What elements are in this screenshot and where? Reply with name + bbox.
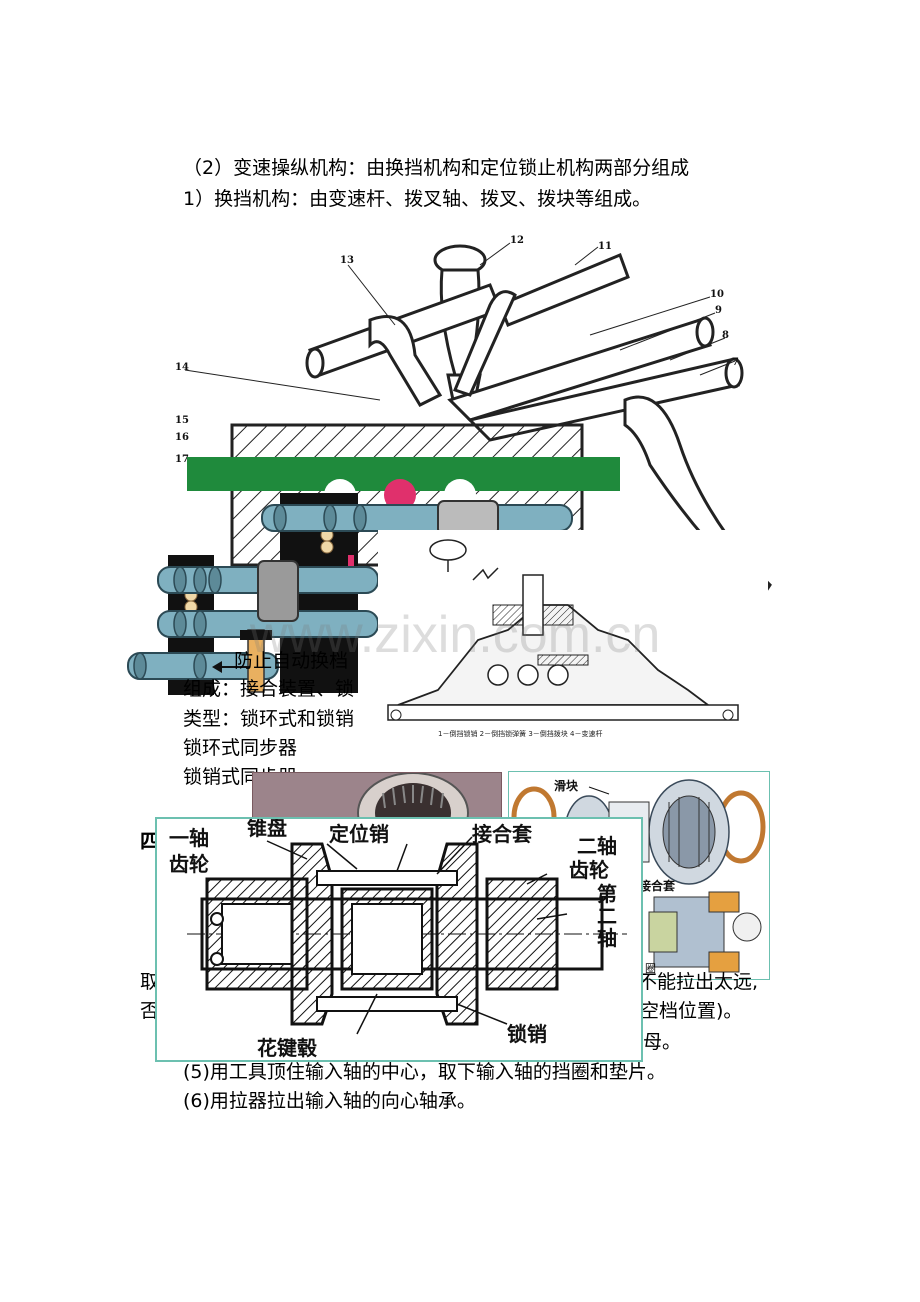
callout-7: 7 (732, 357, 739, 368)
text-auto-shift-label: 防止自动换档 (234, 650, 349, 672)
callout-10: 10 (710, 289, 724, 300)
subheading-gear-shift: 1）换挡机构：由变速杆、拨叉轴、拨叉、拨块等组成。 (183, 188, 652, 210)
callout-15: 15 (175, 415, 189, 426)
text-auto-shift: 3）防止自动换档 (183, 648, 348, 674)
text-otherwise-prefix: 否 (140, 1000, 160, 1022)
label-spline-hub: 花键毂 (257, 1036, 317, 1060)
watermark: www.zixin.com.cn (250, 606, 661, 664)
reverse-lock-diagram: 1－倒挡锁销 2－倒挡锁弹簧 3－倒挡拨块 4－变速杆 (378, 530, 768, 745)
label-sleeve: 接合套 (472, 822, 532, 846)
callout-16: 16 (175, 432, 189, 443)
callout-13: 13 (340, 255, 354, 266)
label-cone: 锥盘 (247, 819, 287, 840)
label-axle-1: 一轴 (169, 826, 209, 850)
text-components: 组成：接合装置、锁 (183, 678, 355, 700)
label-second-1: 第 (597, 882, 617, 906)
text-types: 类型：锁环式和锁销 (183, 708, 355, 730)
step-5: (5)用工具顶住输入轴的中心，取下输入轴的挡圈和垫片。 (183, 1061, 666, 1083)
heading-shift-mechanism: （2）变速操纵机构：由换挡机构和定位锁止机构两部分组成 (183, 157, 690, 179)
label-shaft: 轴 (597, 926, 617, 950)
label-axle-2: 二轴 (577, 834, 617, 858)
callout-14: 14 (175, 362, 189, 373)
callout-9: 9 (715, 305, 722, 316)
sync-ring-photo (252, 772, 502, 824)
callout-8: 8 (722, 330, 729, 341)
label-gear-1: 齿轮 (169, 852, 209, 876)
text-nut: 母。 (643, 1031, 682, 1053)
callout-11: 11 (598, 241, 612, 252)
label-sleeve-right: 接合套 (639, 878, 676, 893)
text-remove-prefix: 取 (140, 971, 160, 993)
text-neutral-position: 空档位置)。 (640, 1000, 743, 1022)
label-gear-2: 齿轮 (569, 858, 609, 882)
label-slider: 滑块 (554, 778, 579, 793)
callout-12: 12 (510, 235, 524, 246)
synchronizer-section: 一轴 齿轮 锥盘 定位销 接合套 二轴 齿轮 第 二 轴 花键毂 锁销 (155, 817, 643, 1062)
step-6: (6)用拉器拉出输入轴的向心轴承。 (183, 1090, 476, 1112)
text-lock-ring-sync: 锁环式同步器 (183, 737, 298, 759)
label-second-2: 二 (597, 904, 617, 928)
text-not-pull-far: 不能拉出太远, (638, 971, 759, 993)
label-locating-pin: 定位销 (329, 822, 389, 846)
label-lock-pin: 锁销 (507, 1022, 547, 1046)
callout-17: 17 (175, 454, 189, 465)
label-ring-right: 圈 (645, 962, 656, 975)
reverse-lock-caption: 1－倒挡锁销 2－倒挡锁弹簧 3－倒挡拨块 4－变速杆 (438, 729, 603, 738)
